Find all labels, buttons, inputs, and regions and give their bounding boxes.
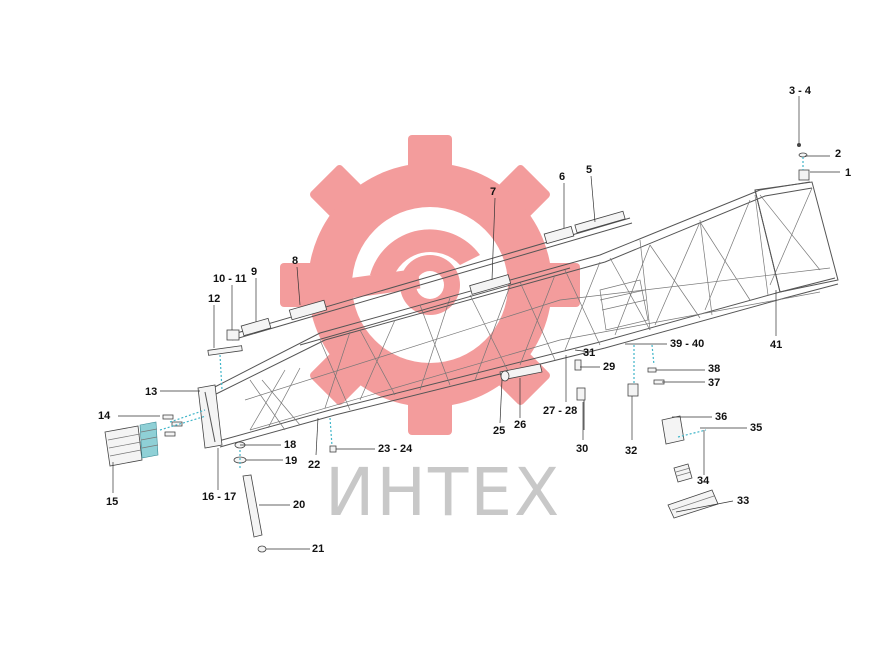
callout-26: 26: [514, 419, 526, 431]
callout-2: 2: [835, 148, 841, 160]
callout-25: 25: [493, 425, 505, 437]
part-20-shaft: [242, 474, 263, 538]
callout-20: 20: [293, 499, 305, 511]
part-35-36-cover: [661, 415, 707, 445]
callout-21: 21: [312, 543, 324, 555]
part-1-4-top-pin: [797, 143, 810, 181]
part-15-plate-pack: [104, 421, 159, 467]
callout-14: 14: [98, 410, 111, 422]
part-25-26-cylinder: [499, 363, 543, 382]
callout-32: 32: [625, 445, 637, 457]
callout-22: 22: [308, 459, 320, 471]
part-23-bolt: [329, 445, 337, 453]
callout-8: 8: [292, 255, 298, 267]
part-14-bolts: [162, 414, 183, 437]
assembly-guide-lines: [159, 157, 804, 470]
part-37-38-pins: [647, 367, 665, 385]
watermark-gear-icon: [280, 135, 580, 435]
callout-29: 29: [603, 361, 615, 373]
callout-labels: 1 2 3 - 4 5 6 7 8 9 10 - 11 12 13 14 15 …: [98, 85, 851, 555]
callout-leader-lines: [112, 96, 840, 550]
callout-16-17: 16 - 17: [202, 491, 236, 503]
callout-7: 7: [490, 186, 496, 198]
part-21-cap: [257, 545, 267, 553]
pendant-rod-assembly: [226, 210, 633, 346]
part-18-19-washer-nut: [233, 441, 247, 464]
part-29-31-bracket: [574, 359, 586, 430]
callout-27-28: 27 - 28: [543, 405, 577, 417]
callout-1: 1: [845, 167, 851, 179]
callout-23-24: 23 - 24: [378, 443, 413, 455]
callout-9: 9: [251, 266, 257, 278]
part-32-sleeve: [627, 383, 639, 397]
callout-19: 19: [285, 455, 297, 467]
callout-34: 34: [697, 475, 710, 487]
watermark-brand-text: ИНТЕХ: [325, 454, 561, 531]
callout-13: 13: [145, 386, 157, 398]
callout-38: 38: [708, 363, 720, 375]
callout-10-11: 10 - 11: [213, 273, 247, 285]
boom-lattice-frame: [197, 181, 839, 449]
part-33-base-plate: [667, 489, 719, 519]
part-34-pad: [673, 463, 693, 483]
callout-36: 36: [715, 411, 727, 423]
callout-6: 6: [559, 171, 565, 183]
callout-15: 15: [106, 496, 118, 508]
callout-39-40: 39 - 40: [670, 338, 704, 350]
callout-5: 5: [586, 164, 592, 176]
callout-33: 33: [737, 495, 749, 507]
callout-12: 12: [208, 293, 220, 305]
callout-18: 18: [284, 439, 296, 451]
part-12-pin: [207, 345, 243, 356]
callout-3-4: 3 - 4: [789, 85, 812, 97]
callout-30: 30: [576, 443, 588, 455]
callout-37: 37: [708, 377, 720, 389]
callout-35: 35: [750, 422, 762, 434]
callout-41: 41: [770, 339, 782, 351]
callout-31: 31: [583, 347, 595, 359]
